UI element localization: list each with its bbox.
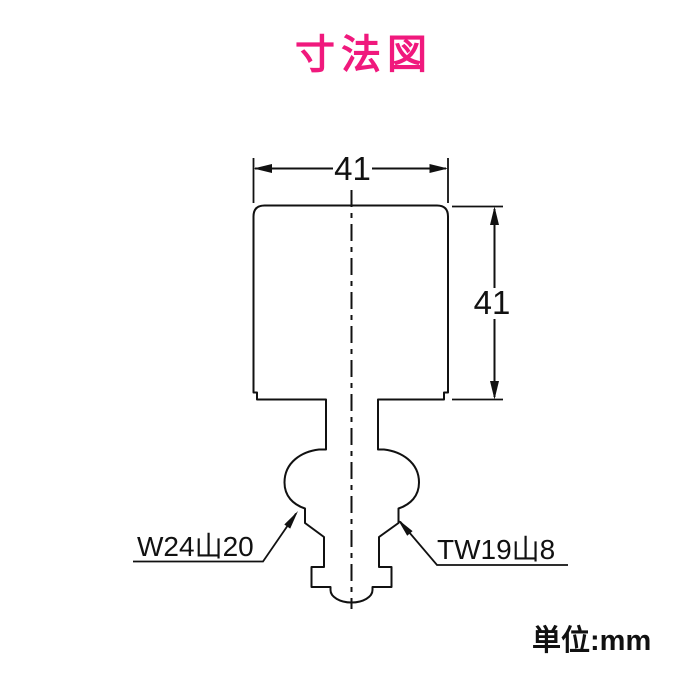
unit-label: 単位:mm [532, 623, 651, 657]
leader-line-right [399, 520, 568, 566]
leader-arrowhead-left-icon [284, 511, 298, 529]
thread-label-right: TW19山8 [437, 534, 555, 565]
width-dimension: 41 [252, 150, 449, 203]
arrowhead-up-icon [490, 206, 499, 225]
page-title: 寸法図 [295, 33, 433, 77]
arrowhead-right-icon [429, 164, 448, 173]
part-outline [252, 204, 449, 604]
leader-line-left [133, 512, 297, 563]
arrowhead-left-icon [253, 164, 272, 173]
thread-label-left: W24山20 [137, 531, 254, 562]
height-dimension: 41 [452, 205, 511, 401]
thread-callout-right: TW19山8 [397, 519, 568, 566]
thread-callout-left: W24山20 [133, 511, 298, 563]
width-dimension-value: 41 [334, 150, 371, 187]
height-dimension-value: 41 [474, 284, 511, 321]
arrowhead-down-icon [490, 381, 499, 400]
leader-arrowhead-right-icon [397, 519, 413, 536]
